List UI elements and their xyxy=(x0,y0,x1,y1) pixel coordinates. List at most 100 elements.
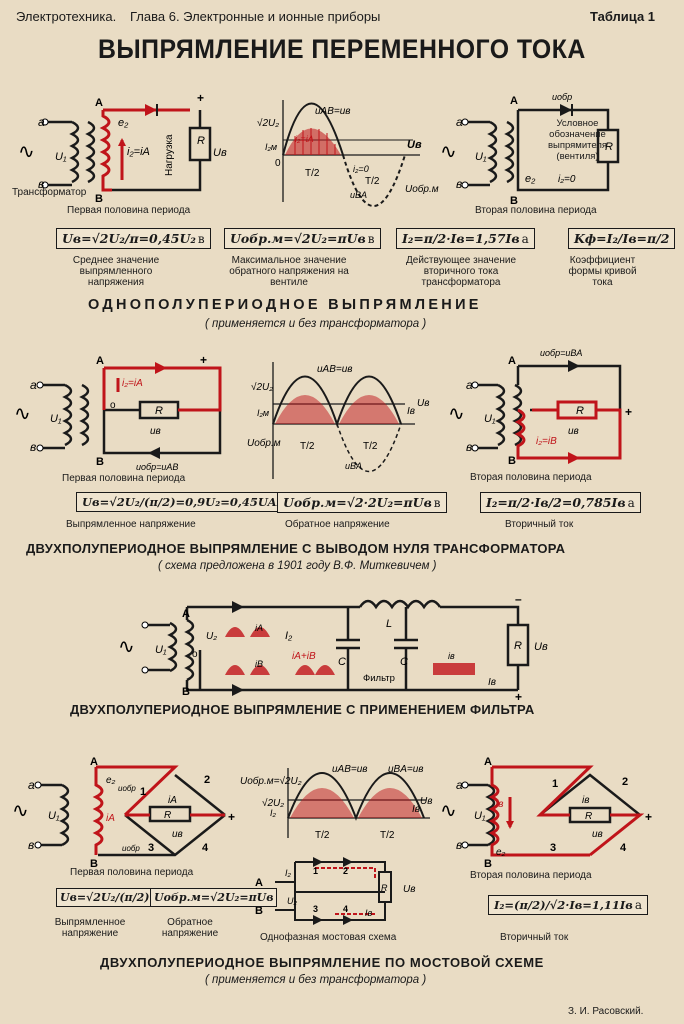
svg-text:Iв: Iв xyxy=(488,677,496,688)
caption-ct-secondary-current: Вторичный ток xyxy=(505,519,574,530)
svg-text:o: o xyxy=(110,400,116,411)
svg-text:uв: uв xyxy=(172,829,183,840)
svg-text:A: A xyxy=(484,756,492,768)
svg-text:∿: ∿ xyxy=(448,403,465,425)
svg-text:Фильтр: Фильтр xyxy=(363,673,395,684)
svg-text:Нагрузка: Нагрузка xyxy=(164,134,175,176)
bridge-first-circuit: ∿ а в U₁ A B e₂ 2 1 3 4 iA R uв uобр uоб… xyxy=(12,756,235,870)
svg-text:∿: ∿ xyxy=(440,800,457,822)
svg-text:uBA: uBA xyxy=(350,190,367,200)
caption-form-factor: Коэффициент формы кривой тока xyxy=(568,255,637,288)
half-wave-caption-second: Вторая половина периода xyxy=(475,205,597,216)
svg-text:∿: ∿ xyxy=(14,403,31,425)
svg-text:uBA: uBA xyxy=(345,461,362,471)
section-center-tap-title: ДВУХПОЛУПЕРИОДНОЕ ВЫПРЯМЛЕНИЕ С ВЫВОДОМ … xyxy=(26,541,566,556)
svg-text:C: C xyxy=(400,656,408,668)
caption-reverse-voltage: Максимальное значение обратного напряжен… xyxy=(229,255,349,288)
svg-text:B: B xyxy=(508,455,516,467)
svg-text:uAB=uв: uAB=uв xyxy=(317,364,353,375)
svg-text:в: в xyxy=(38,177,44,191)
svg-text:+: + xyxy=(515,690,522,704)
svg-text:uAB=uв: uAB=uв xyxy=(332,764,368,775)
svg-text:а: а xyxy=(466,378,473,392)
svg-text:e₂: e₂ xyxy=(496,847,506,858)
svg-text:iв: iв xyxy=(582,795,589,806)
header-table: Таблица 1 xyxy=(590,9,656,24)
svg-text:B: B xyxy=(484,858,492,870)
center-tap-caption-second: Вторая половина периода xyxy=(470,472,592,483)
svg-text:R: R xyxy=(155,405,163,417)
svg-text:1: 1 xyxy=(552,778,558,790)
svg-text:∿: ∿ xyxy=(440,141,457,163)
svg-text:а: а xyxy=(30,378,37,392)
svg-text:+: + xyxy=(197,91,204,105)
svg-text:I₂: I₂ xyxy=(285,630,293,642)
svg-text:4: 4 xyxy=(620,842,627,854)
svg-text:B: B xyxy=(95,193,103,205)
section-filter-title: ДВУХПОЛУПЕРИОДНОЕ ВЫПРЯМЛЕНИЕ С ПРИМЕНЕН… xyxy=(70,702,535,717)
svg-text:uBA=uв: uBA=uв xyxy=(388,764,424,775)
svg-text:U₂: U₂ xyxy=(206,631,217,642)
svg-text:а: а xyxy=(28,778,35,792)
svg-text:R: R xyxy=(514,640,522,652)
svg-text:Uобр.м=√2U₂: Uобр.м=√2U₂ xyxy=(240,775,302,787)
svg-text:√2U₂: √2U₂ xyxy=(251,381,273,393)
author: З. И. Расовский. xyxy=(568,1006,644,1017)
svg-text:A: A xyxy=(182,608,190,620)
svg-text:I₂: I₂ xyxy=(270,808,277,818)
svg-text:3: 3 xyxy=(148,842,154,854)
svg-text:iB: iB xyxy=(255,659,263,669)
caption-bridge-secondary-current: Вторичный ток xyxy=(500,932,569,943)
caption-bridge-rectified-voltage: Выпрямленное напряжение xyxy=(54,917,126,939)
svg-text:а: а xyxy=(456,115,463,129)
svg-text:i₂=iA: i₂=iA xyxy=(127,146,150,158)
svg-text:а: а xyxy=(456,778,463,792)
page-title: ВЫПРЯМЛЕНИЕ ПЕРЕМЕННОГО ТОКА xyxy=(98,34,586,64)
section-half-wave-sub: ( применяется и без трансформатора ) xyxy=(205,318,427,330)
half-wave-caption-first: Первая половина периода xyxy=(67,205,191,216)
svg-text:3: 3 xyxy=(313,904,318,914)
svg-text:B: B xyxy=(510,195,518,207)
svg-text:uобр=uBA: uобр=uBA xyxy=(540,348,582,358)
svg-text:uв: uв xyxy=(150,426,161,437)
svg-text:R: R xyxy=(576,405,584,417)
svg-text:∿: ∿ xyxy=(18,141,35,163)
section-bridge-sub: ( применяется и без трансформатора ) xyxy=(205,974,427,986)
svg-text:U₁: U₁ xyxy=(155,644,167,656)
svg-text:A: A xyxy=(508,355,516,367)
svg-text:1: 1 xyxy=(140,786,146,798)
svg-text:а: а xyxy=(38,115,45,129)
svg-text:L: L xyxy=(386,618,392,630)
svg-text:B: B xyxy=(255,905,263,917)
svg-text:uв: uв xyxy=(592,829,603,840)
svg-text:iA: iA xyxy=(255,623,263,633)
svg-text:T/2: T/2 xyxy=(315,830,330,841)
svg-text:в: в xyxy=(456,177,462,191)
svg-text:Uобр.м: Uобр.м xyxy=(247,437,281,449)
svg-text:o: o xyxy=(192,649,198,660)
caption-secondary-current: Действующее значение вторичного тока тра… xyxy=(406,255,516,288)
svg-text:T/2: T/2 xyxy=(300,441,315,452)
bridge-caption-mid: Однофазная мостовая схема xyxy=(260,932,397,943)
formula-form-factor: Kф=I₂/Iв=π/2 xyxy=(568,228,676,249)
bridge-waveform: uAB=uв uBA=uв Uобр.м=√2U₂ √2U₂ I₂ Iв Uв … xyxy=(240,764,432,841)
svg-text:Uв: Uв xyxy=(534,641,548,653)
svg-text:0: 0 xyxy=(275,158,281,169)
svg-text:+: + xyxy=(645,810,652,824)
caption-ct-rectified-voltage: Выпрямленное напряжение xyxy=(66,519,196,530)
section-center-tap-sub: ( схема предложена в 1901 году В.Ф. Митк… xyxy=(158,560,437,572)
svg-text:e₂: e₂ xyxy=(525,173,536,185)
svg-text:i₂=iB: i₂=iB xyxy=(536,436,557,447)
header-subject: Электротехника. xyxy=(16,9,117,24)
svg-text:2: 2 xyxy=(622,776,628,788)
svg-text:в: в xyxy=(30,440,36,454)
svg-text:U₁: U₁ xyxy=(50,413,62,425)
header-chapter: Глава 6. Электронные и ионные приборы xyxy=(130,9,381,24)
svg-text:R: R xyxy=(164,810,171,821)
svg-text:U₁: U₁ xyxy=(475,151,487,163)
caption-avg-voltage: Среднее значение выпрямленного напряжени… xyxy=(72,255,160,288)
bridge-caption-first: Первая половина периода xyxy=(70,867,194,878)
